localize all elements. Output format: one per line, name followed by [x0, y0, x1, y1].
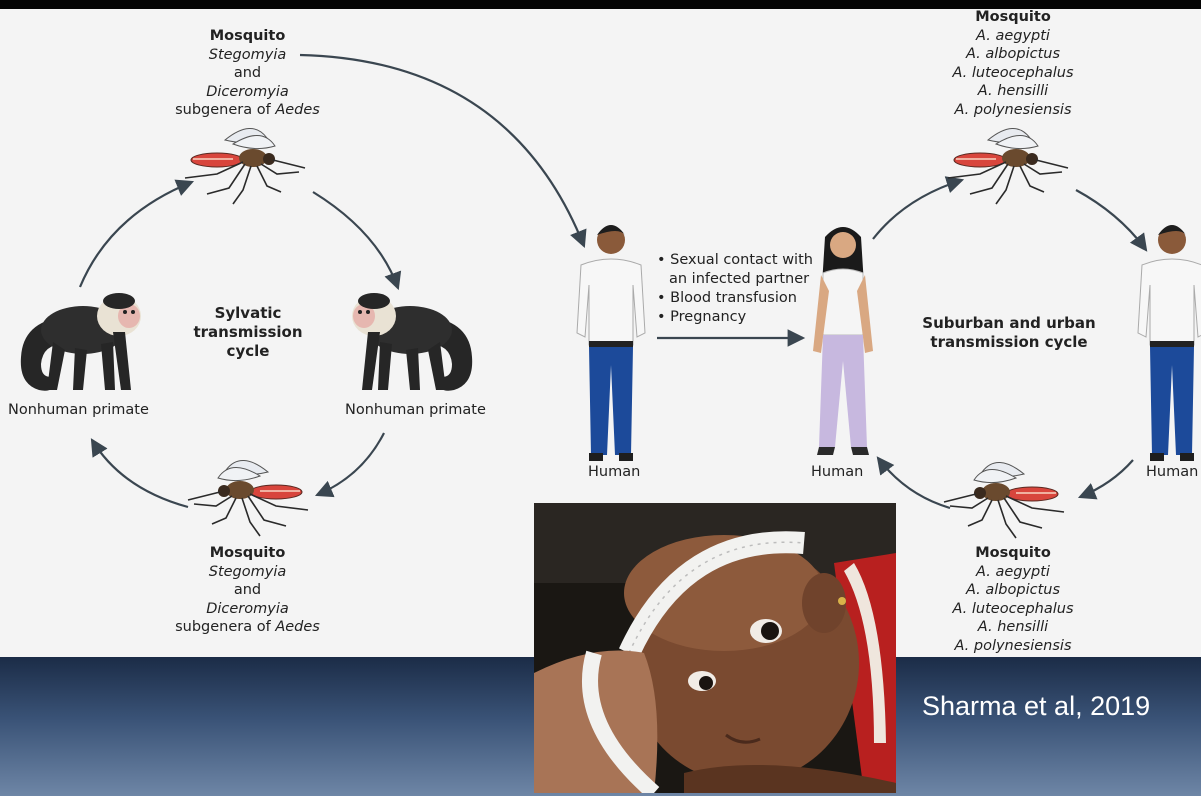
- man-icon-left: [577, 225, 645, 461]
- primate-label-left: Nonhuman primate: [8, 402, 149, 418]
- cycle-line: transmission: [186, 323, 310, 342]
- woman-icon-center: [813, 227, 873, 455]
- sylvatic-mosquito-top-label: Mosquito Stegomyia and Diceromyia subgen…: [170, 27, 325, 120]
- human-label-center: Human: [811, 464, 863, 480]
- genus-name: Stegomyia: [170, 563, 325, 582]
- mosquito-icon-sylvatic-bottom: [188, 460, 308, 536]
- citation-credit: Sharma et al, 2019: [922, 691, 1150, 722]
- species-name: A. albopictus: [938, 45, 1088, 64]
- human-label-left: Human: [588, 464, 640, 480]
- conjunction: and: [170, 64, 325, 83]
- cycle-line: Suburban and urban: [916, 314, 1102, 333]
- species-name: A. polynesiensis: [938, 101, 1088, 120]
- mosquito-title: Mosquito: [170, 544, 325, 563]
- species-name: A. hensilli: [938, 82, 1088, 101]
- route-item: • Blood transfusion: [657, 289, 813, 308]
- monkey-icon-left: [21, 293, 141, 391]
- arrow-primate-to-mosquito-bottom: [317, 433, 384, 495]
- urban-mosquito-top-label: Mosquito A. aegypti A. albopictus A. lut…: [938, 8, 1088, 120]
- arrow-primate-to-mosquito-top: [80, 182, 192, 287]
- genus-name: Stegomyia: [170, 46, 325, 65]
- aedes-text: Aedes: [275, 619, 320, 635]
- mosquito-icon-urban-top: [948, 128, 1068, 204]
- arrow-mosquito-to-primate-left: [92, 440, 188, 507]
- primate-label-right: Nonhuman primate: [345, 402, 486, 418]
- mosquito-icon-urban-bottom: [944, 462, 1064, 538]
- infant-photo-illustration: [534, 503, 896, 793]
- route-item: • Sexual contact with: [657, 251, 813, 270]
- species-name: A. luteocephalus: [938, 600, 1088, 619]
- mosquito-icon-sylvatic-top: [185, 128, 305, 204]
- species-name: A. aegypti: [938, 563, 1088, 582]
- species-name: A. hensilli: [938, 618, 1088, 637]
- cycle-line: Sylvatic: [186, 304, 310, 323]
- aedes-text: Aedes: [275, 102, 320, 118]
- monkey-icon-right: [352, 293, 472, 391]
- mosquito-title: Mosquito: [938, 8, 1088, 27]
- species-name: A. albopictus: [938, 581, 1088, 600]
- arrow-mosquito-to-primate-right: [313, 192, 398, 288]
- subgenera-text: subgenera of: [175, 619, 275, 635]
- urban-mosquito-bottom-label: Mosquito A. aegypti A. albopictus A. lut…: [938, 544, 1088, 656]
- mosquito-title: Mosquito: [938, 544, 1088, 563]
- route-item-continued: an infected partner: [657, 270, 813, 289]
- cycle-line: cycle: [186, 342, 310, 361]
- man-icon-right: [1138, 225, 1201, 461]
- species-name: A. aegypti: [938, 27, 1088, 46]
- conjunction: and: [170, 581, 325, 600]
- cycle-line: transmission cycle: [916, 333, 1102, 352]
- arrow-mosquito-to-human-center: [878, 458, 950, 508]
- subgenera-line: subgenera of Aedes: [170, 618, 325, 637]
- infant-head-measurement-photo: [534, 503, 896, 793]
- arrow-mosquito-to-human-right: [1076, 190, 1146, 250]
- genus-name: Diceromyia: [170, 83, 325, 102]
- subgenera-line: subgenera of Aedes: [170, 101, 325, 120]
- route-item: • Pregnancy: [657, 308, 813, 327]
- species-name: A. luteocephalus: [938, 64, 1088, 83]
- urban-cycle-label: Suburban and urban transmission cycle: [916, 314, 1102, 352]
- human-transmission-routes: • Sexual contact with an infected partne…: [657, 251, 813, 327]
- species-name: A. polynesiensis: [938, 637, 1088, 656]
- arrow-spillover-to-human: [300, 55, 584, 246]
- genus-name: Diceromyia: [170, 600, 325, 619]
- sylvatic-mosquito-bottom-label: Mosquito Stegomyia and Diceromyia subgen…: [170, 544, 325, 637]
- sylvatic-cycle-label: Sylvatic transmission cycle: [186, 304, 310, 361]
- subgenera-text: subgenera of: [175, 102, 275, 118]
- human-label-right: Human: [1146, 464, 1198, 480]
- arrow-human-to-mosquito-top: [873, 180, 962, 239]
- mosquito-title: Mosquito: [170, 27, 325, 46]
- arrow-human-to-mosquito-bottom: [1080, 460, 1133, 497]
